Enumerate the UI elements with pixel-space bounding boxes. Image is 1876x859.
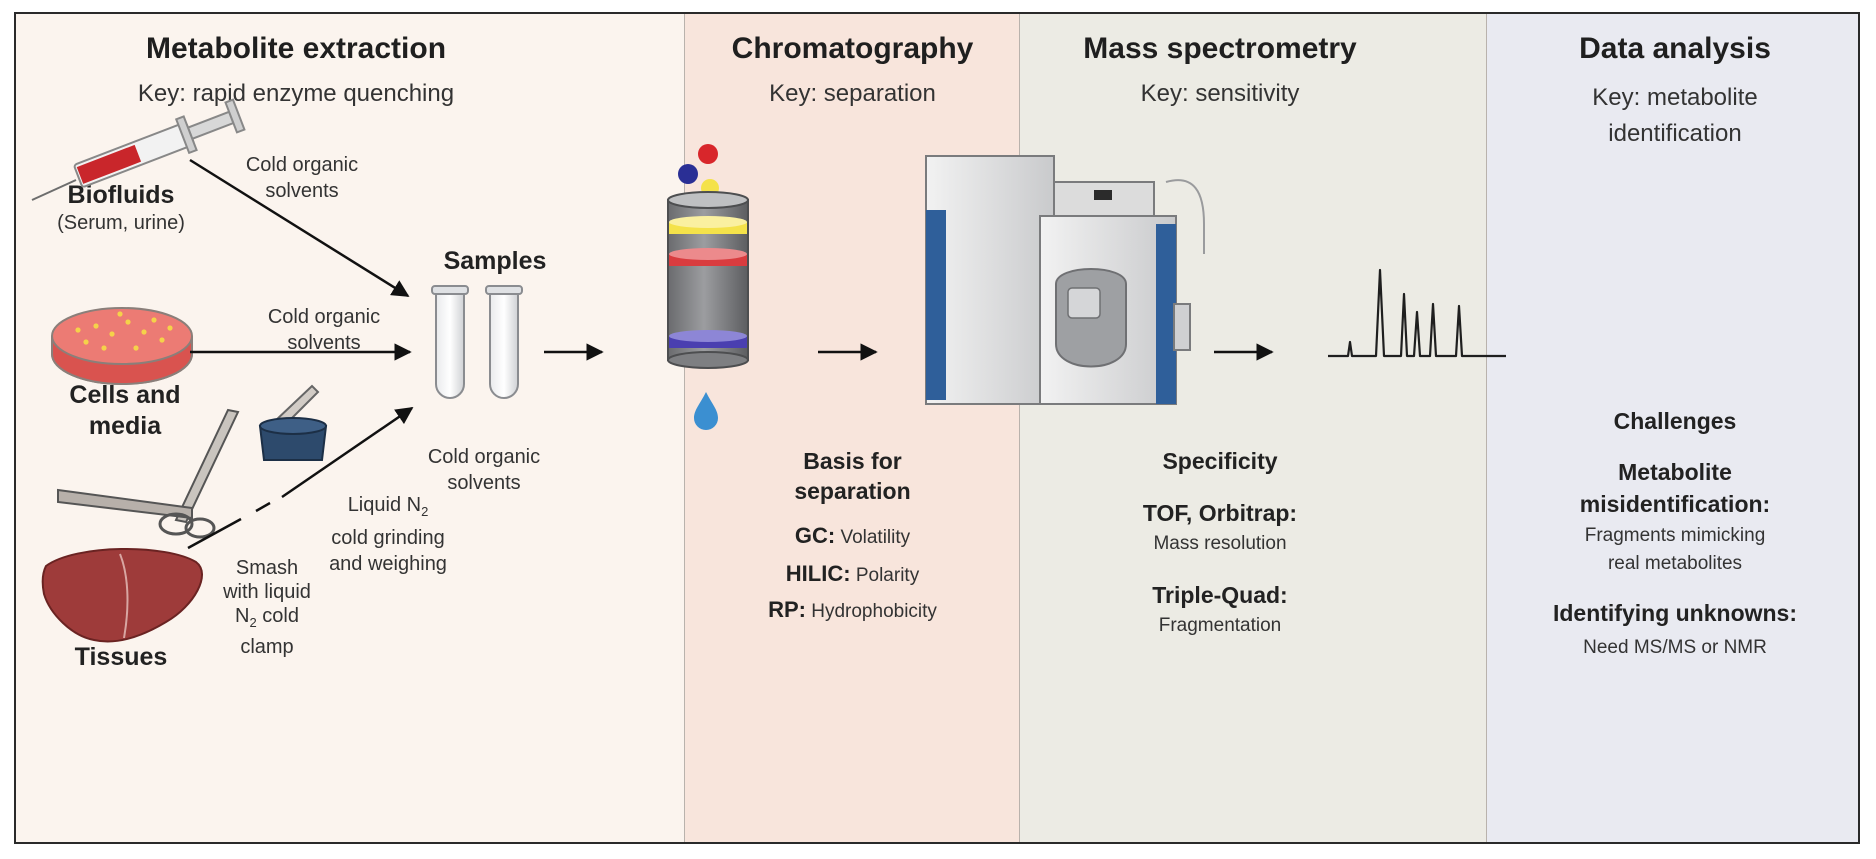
smash-line3-a: N <box>235 605 250 627</box>
solvents-label-2: Cold organic solvents <box>234 304 414 356</box>
cells-label-line2: media <box>88 412 162 440</box>
spectrum-plot-icon <box>1328 268 1506 358</box>
smash-line3-b: cold <box>256 605 299 627</box>
misidentification-desc: Fragments mimicking real metabolites <box>1487 522 1858 578</box>
unknowns-heading: Identifying unknowns: <box>1552 600 1798 626</box>
challenges-heading: Challenges <box>1613 408 1737 434</box>
method-rp-desc: Hydrophobicity <box>811 601 937 622</box>
panel-data-analysis: Data analysis Key: metabolite identifica… <box>1486 14 1858 842</box>
liquid-line3: and weighing <box>329 553 447 575</box>
smash-subscript: 2 <box>249 615 257 630</box>
cells-label-line1: Cells and <box>69 381 181 409</box>
scissors-icon <box>57 408 240 539</box>
liquid-line2: cold grinding <box>331 527 445 549</box>
basis-line2: separation <box>794 478 911 504</box>
droplet-icon <box>694 392 718 430</box>
data-analysis-title: Data analysis <box>1579 32 1771 65</box>
panel-extraction: Metabolite extraction Key: rapid enzyme … <box>16 14 684 842</box>
method-gc-desc: Volatility <box>840 527 911 548</box>
method-hilic: HILIC: Polarity <box>685 560 1020 590</box>
syringe-icon <box>31 98 246 201</box>
panel-mass-spec: Mass spectrometry Key: sensitivity Speci… <box>1019 14 1486 842</box>
misid-desc-line1: Fragments mimicking <box>1584 525 1766 546</box>
solvents-2-line2: solvents <box>287 332 361 354</box>
solvents-1-line2: solvents <box>265 180 339 202</box>
extraction-arrows <box>187 158 414 550</box>
solvents-3-line2: solvents <box>447 472 521 494</box>
method-rp-name: RP: <box>768 597 806 622</box>
chromatography-title: Chromatography <box>731 32 974 65</box>
workflow-diagram: Metabolite extraction Key: rapid enzyme … <box>14 12 1860 844</box>
extraction-title: Metabolite extraction <box>145 32 447 65</box>
data-key-line2: identification <box>1608 120 1742 147</box>
method-hilic-desc: Polarity <box>855 565 920 586</box>
mass-spec-title: Mass spectrometry <box>1083 32 1357 65</box>
smash-line1: Smash <box>235 557 299 579</box>
cells-label: Cells and media <box>40 380 210 442</box>
mortar-icon <box>258 384 328 461</box>
misid-line1: Metabolite <box>1618 459 1732 485</box>
method-rp: RP: Hydrophobicity <box>685 596 1020 626</box>
specificity-heading: Specificity <box>1162 448 1278 474</box>
triple-quad-desc: Fragmentation <box>1158 615 1282 636</box>
samples-label: Samples <box>443 247 547 275</box>
misid-line2: misidentification: <box>1579 491 1771 517</box>
liquid-line1: Liquid N <box>347 494 422 516</box>
extraction-key: Key: rapid enzyme quenching <box>137 80 455 107</box>
liquid-subscript: 2 <box>421 504 429 519</box>
method-hilic-name: HILIC: <box>785 561 851 586</box>
mass-spec-key: Key: sensitivity <box>1140 80 1300 107</box>
misid-desc-line2: real metabolites <box>1607 553 1743 574</box>
tof-orbitrap-desc: Mass resolution <box>1153 533 1287 554</box>
panel-chromatography: Chromatography Key: separation Basis for… <box>684 14 1019 842</box>
test-tube-icon <box>431 285 523 399</box>
solvents-3-line1: Cold organic <box>427 446 541 468</box>
chromatography-key: Key: separation <box>769 80 936 107</box>
solvents-2-line1: Cold organic <box>267 306 381 328</box>
solvents-1-line1: Cold organic <box>245 154 359 176</box>
method-gc: GC: Volatility <box>685 522 1020 552</box>
smash-label: Smash with liquid N2 cold clamp <box>202 556 332 659</box>
biofluids-sublabel: (Serum, urine) <box>57 212 185 234</box>
liver-icon <box>41 547 203 643</box>
mass-spectrometer-icon <box>925 155 1205 405</box>
basis-heading: Basis for separation <box>685 446 1020 506</box>
data-analysis-key: Key: metabolite identification <box>1487 80 1858 152</box>
triple-quad-label: Triple-Quad: <box>1152 582 1288 608</box>
unknowns-desc: Need MS/MS or NMR <box>1583 637 1767 658</box>
chromatography-column-icon <box>667 144 749 369</box>
petri-dish-icon <box>51 307 193 385</box>
smash-line2: with liquid <box>223 581 311 603</box>
misidentification-heading: Metabolite misidentification: <box>1487 456 1858 520</box>
tissues-label: Tissues <box>74 643 168 671</box>
solvents-label-1: Cold organic solvents <box>212 152 392 204</box>
basis-line1: Basis for <box>803 448 902 474</box>
method-gc-name: GC: <box>794 523 836 548</box>
tof-orbitrap-label: TOF, Orbitrap: <box>1142 500 1298 526</box>
diagram-graphics <box>31 98 1506 643</box>
solvents-label-3: Cold organic solvents <box>394 444 574 496</box>
liquid-n2-label: Liquid N2 cold grinding and weighing <box>308 492 468 577</box>
data-key-line1: Key: metabolite <box>1592 84 1758 111</box>
smash-line4: clamp <box>240 636 294 658</box>
